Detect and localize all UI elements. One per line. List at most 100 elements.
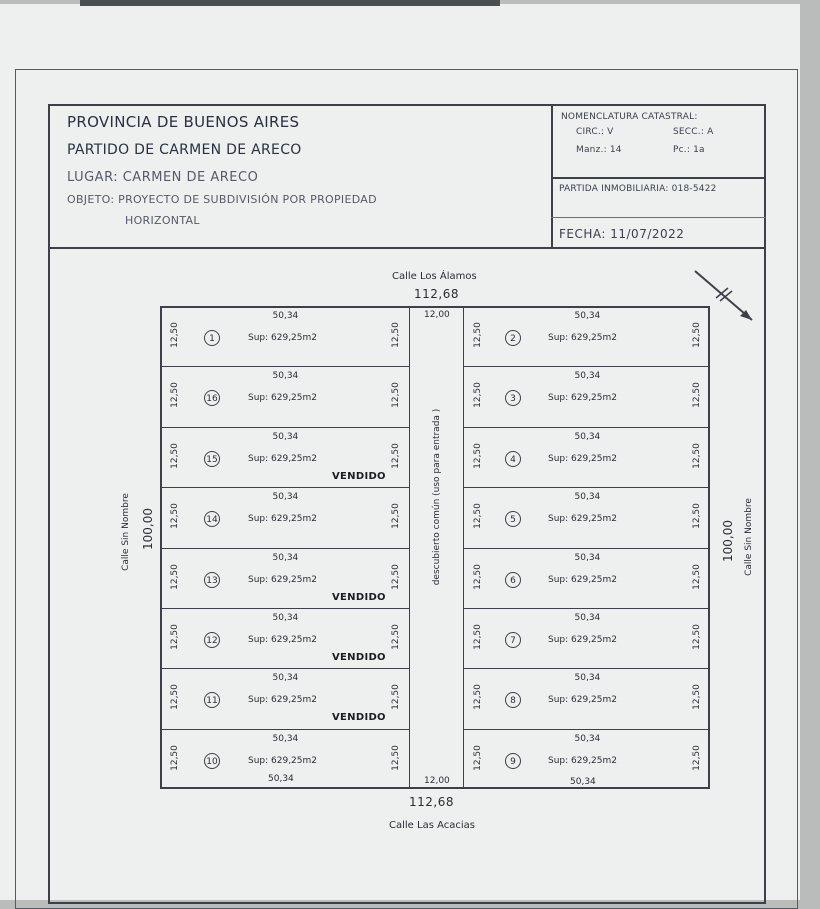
left-lot-area: Sup: 629,25m2 (248, 695, 318, 706)
left-lot-number: 16 (204, 390, 220, 407)
north-arrow-icon (694, 270, 753, 321)
right-lot-number: 7 (505, 632, 521, 648)
right-lot-divider (463, 547, 710, 549)
left-lot-depth-inner: 12,50 (390, 322, 401, 348)
left-lot-area: Sup: 629,25m2 (248, 635, 318, 645)
right-lot-depth-inner: 12,50 (691, 442, 702, 469)
right-lot-area: Sup: 629,25m2 (548, 635, 618, 645)
left-lot-depth-inner: 12,50 (390, 744, 401, 771)
left-lot-depth-inner: 12,50 (390, 684, 401, 711)
right-lot-number: 8 (505, 692, 521, 709)
right-lot-depth-outer: 12,50 (472, 563, 483, 590)
left-bottom-width: 50,34 (268, 774, 294, 784)
left-lot-depth-inner: 12,50 (390, 442, 401, 469)
plan-sheet (0, 4, 800, 900)
right-lot-area: Sup: 629,25m2 (548, 514, 618, 525)
left-lot-divider (160, 547, 409, 549)
left-lot-width: 50,34 (272, 613, 299, 623)
passage-label: descubierto común (uso para entrada ) (432, 408, 442, 586)
passage-left-line (409, 306, 410, 789)
left-lot-width: 50,34 (272, 552, 299, 563)
right-lot-depth-inner: 12,50 (691, 503, 702, 530)
left-lot-depth-inner: 12,50 (390, 624, 401, 650)
right-lot-area: Sup: 629,25m2 (548, 755, 618, 766)
left-lot-width: 50,34 (272, 673, 299, 684)
right-lot-area: Sup: 629,25m2 (548, 453, 618, 464)
left-lot-number: 10 (204, 752, 220, 769)
right-bottom-width: 50,34 (570, 777, 596, 787)
fecha-text: FECHA: 11/07/2022 (559, 227, 685, 241)
right-lot-number: 3 (505, 390, 521, 407)
right-lot-number: 9 (505, 752, 521, 769)
left-lot-area: Sup: 629,25m2 (248, 574, 318, 585)
right-lot-width: 50,34 (574, 613, 601, 623)
top-edge-strip (80, 0, 500, 6)
left-lot-divider (160, 608, 409, 609)
secc-text: SECC.: A (673, 127, 714, 137)
right-lot-depth-outer: 12,50 (472, 684, 483, 711)
left-lot-area: Sup: 629,25m2 (248, 755, 318, 766)
subdivision-plan (160, 306, 710, 789)
height-right: 100,00 (721, 520, 735, 562)
right-lot-depth-outer: 12,50 (472, 624, 483, 650)
right-lot-width: 50,34 (574, 311, 601, 321)
right-lot-width: 50,34 (574, 673, 601, 684)
lugar-text: LUGAR: CARMEN DE ARECO (67, 170, 259, 185)
right-lot-width: 50,34 (574, 371, 601, 382)
right-lot-divider (463, 608, 710, 609)
right-lot-depth-inner: 12,50 (691, 322, 702, 348)
partido-title: PARTIDO DE CARMEN DE ARECO (67, 142, 302, 158)
right-lot-area: Sup: 629,25m2 (548, 333, 618, 343)
right-lot-divider (463, 668, 710, 670)
left-lot-sold-badge: VENDIDO (332, 470, 386, 482)
street-left: Calle Sin Nombre (121, 493, 131, 571)
right-lot-depth-outer: 12,50 (472, 503, 483, 530)
right-lot-depth-outer: 12,50 (472, 382, 483, 409)
left-lot-width: 50,34 (272, 431, 299, 442)
left-lot-area: Sup: 629,25m2 (248, 333, 318, 343)
objeto-text: OBJETO: PROYECTO DE SUBDIVISIÓN POR PROP… (67, 193, 377, 206)
left-lot-depth-inner: 12,50 (390, 503, 401, 530)
objeto-text-2: HORIZONTAL (125, 214, 200, 227)
right-lot-depth-outer: 12,50 (472, 744, 483, 771)
left-lot-divider (160, 487, 409, 489)
right-lot-width: 50,34 (574, 733, 601, 744)
left-lot-depth-outer: 12,50 (169, 382, 180, 409)
width-top: 112,68 (414, 287, 459, 301)
right-lot-number: 6 (505, 571, 521, 588)
passage-width-top: 12,00 (424, 310, 450, 320)
pc-text: Pc.: 1a (673, 145, 705, 155)
right-lot-width: 50,34 (574, 552, 601, 563)
height-left: 100,00 (141, 508, 155, 550)
left-lot-sold-badge: VENDIDO (332, 712, 386, 724)
fecha-divider (551, 217, 766, 218)
left-lot-number: 1 (204, 330, 220, 346)
left-lot-number: 13 (204, 571, 220, 588)
width-bottom: 112,68 (409, 795, 454, 809)
left-lot-number: 14 (204, 511, 220, 528)
nomenclatura-title: NOMENCLATURA CATASTRAL: (561, 112, 698, 122)
right-lot-depth-inner: 12,50 (691, 684, 702, 711)
left-lot-width: 50,34 (272, 733, 299, 744)
left-lot-depth-outer: 12,50 (169, 624, 180, 650)
right-lot-width: 50,34 (574, 431, 601, 442)
left-lot-area: Sup: 629,25m2 (248, 393, 318, 404)
left-lot-divider (160, 728, 409, 730)
left-lot-divider (160, 366, 409, 368)
provincia-title: PROVINCIA DE BUENOS AIRES (67, 113, 300, 131)
left-lot-depth-outer: 12,50 (169, 744, 180, 771)
left-lot-depth-outer: 12,50 (169, 503, 180, 530)
right-lot-depth-inner: 12,50 (691, 744, 702, 771)
street-right: Calle Sin Nombre (744, 498, 754, 576)
circ-text: CIRC.: V (576, 127, 614, 137)
right-lot-depth-outer: 12,50 (472, 442, 483, 469)
street-top: Calle Los Álamos (392, 271, 477, 282)
right-lot-divider (463, 366, 710, 368)
left-lot-sold-badge: VENDIDO (332, 591, 386, 603)
left-lot-depth-outer: 12,50 (169, 684, 180, 711)
left-lot-area: Sup: 629,25m2 (248, 453, 318, 464)
right-lot-number: 2 (505, 330, 521, 346)
right-lot-depth-inner: 12,50 (691, 563, 702, 590)
right-lot-divider (463, 728, 710, 730)
manz-text: Manz.: 14 (576, 145, 622, 155)
